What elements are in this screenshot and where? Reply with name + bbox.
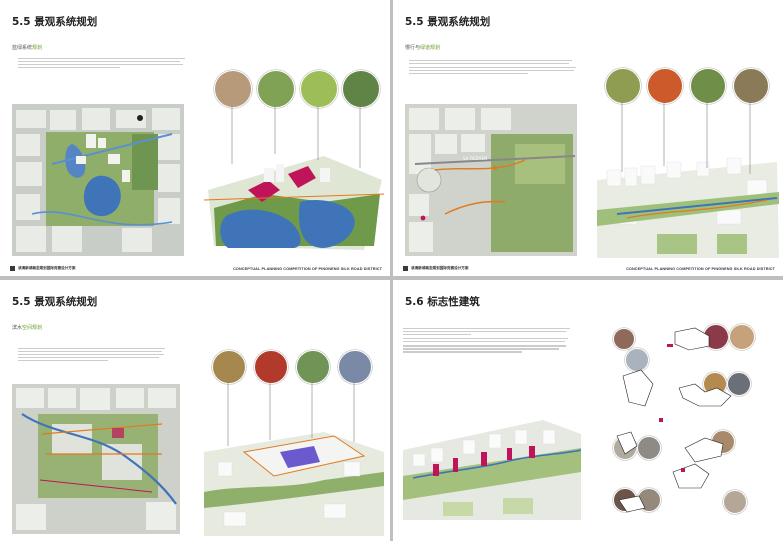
- detail-photo-3: [300, 70, 338, 108]
- landmark-photo-12: [723, 490, 747, 514]
- footer-right: CONCEPTUAL PLANNING COMPETITION OF PINGN…: [626, 267, 775, 271]
- body-text-placeholder: [403, 326, 573, 354]
- page-landscape-waterfront: 5.5 景观系统规划 滨水空间规划: [0, 280, 390, 541]
- body-text-placeholder: [18, 56, 188, 70]
- detail-photo-3: [296, 350, 330, 384]
- detail-photo-2: [647, 68, 683, 104]
- greenway-map: SA TIEZHEN: [405, 104, 577, 256]
- body-text-placeholder: [409, 58, 579, 76]
- detail-photo-4: [342, 70, 380, 108]
- footer-left: 滨海新城概念规划国际竞赛设计方案: [403, 266, 469, 271]
- detail-photo-1: [605, 68, 641, 104]
- footer-left: 滨海新城概念规划国际竞赛设计方案: [10, 266, 76, 271]
- greenway-axonometric: [597, 157, 779, 258]
- landmark-photo-1: [613, 328, 635, 350]
- detail-photo-1: [214, 70, 252, 108]
- svg-text:SA TIEZHEN: SA TIEZHEN: [463, 156, 487, 161]
- page-title: 5.5 景观系统规划: [12, 16, 98, 28]
- waterfront-map: [12, 384, 180, 534]
- page-title: 5.5 景观系统规划: [12, 296, 98, 308]
- page-landmark-architecture: 5.6 标志性建筑: [393, 280, 783, 541]
- landmark-photo-8: [637, 436, 661, 460]
- page-title: 5.5 景观系统规划: [405, 16, 491, 28]
- site-plan-map: [12, 104, 184, 256]
- page-landscape-greenway: 5.5 景观系统规划 慢行与绿道规划 SA TIEZHEN: [393, 0, 783, 276]
- detail-photo-4: [733, 68, 769, 104]
- section-subtitle: 蓝绿系统规划: [12, 45, 43, 51]
- body-text-placeholder: [18, 346, 168, 363]
- footer-right: CONCEPTUAL PLANNING COMPETITION OF PINGN…: [233, 267, 382, 271]
- leader-lines: [621, 102, 751, 174]
- detail-photo-2: [254, 350, 288, 384]
- landmark-photo-4: [729, 324, 755, 350]
- section-subtitle: 滨水空间规划: [12, 325, 43, 331]
- leader-lines: [227, 382, 355, 446]
- landmark-axonometric: [403, 420, 581, 520]
- axonometric-landscape: [204, 156, 384, 250]
- detail-photo-2: [257, 70, 295, 108]
- waterfront-axonometric: [204, 432, 384, 536]
- detail-photo-3: [690, 68, 726, 104]
- landmark-sketches: [616, 327, 732, 513]
- logo-icon: [403, 266, 408, 271]
- landmark-photo-6: [727, 372, 751, 396]
- detail-photo-1: [212, 350, 246, 384]
- page-title: 5.6 标志性建筑: [405, 296, 480, 308]
- page-landscape-blue-green: 5.5 景观系统规划 蓝绿系统规划: [0, 0, 390, 276]
- logo-icon: [10, 266, 15, 271]
- leader-lines: [231, 106, 361, 168]
- landmark-photo-2: [625, 348, 649, 372]
- section-subtitle: 慢行与绿道规划: [405, 45, 441, 51]
- detail-photo-4: [338, 350, 372, 384]
